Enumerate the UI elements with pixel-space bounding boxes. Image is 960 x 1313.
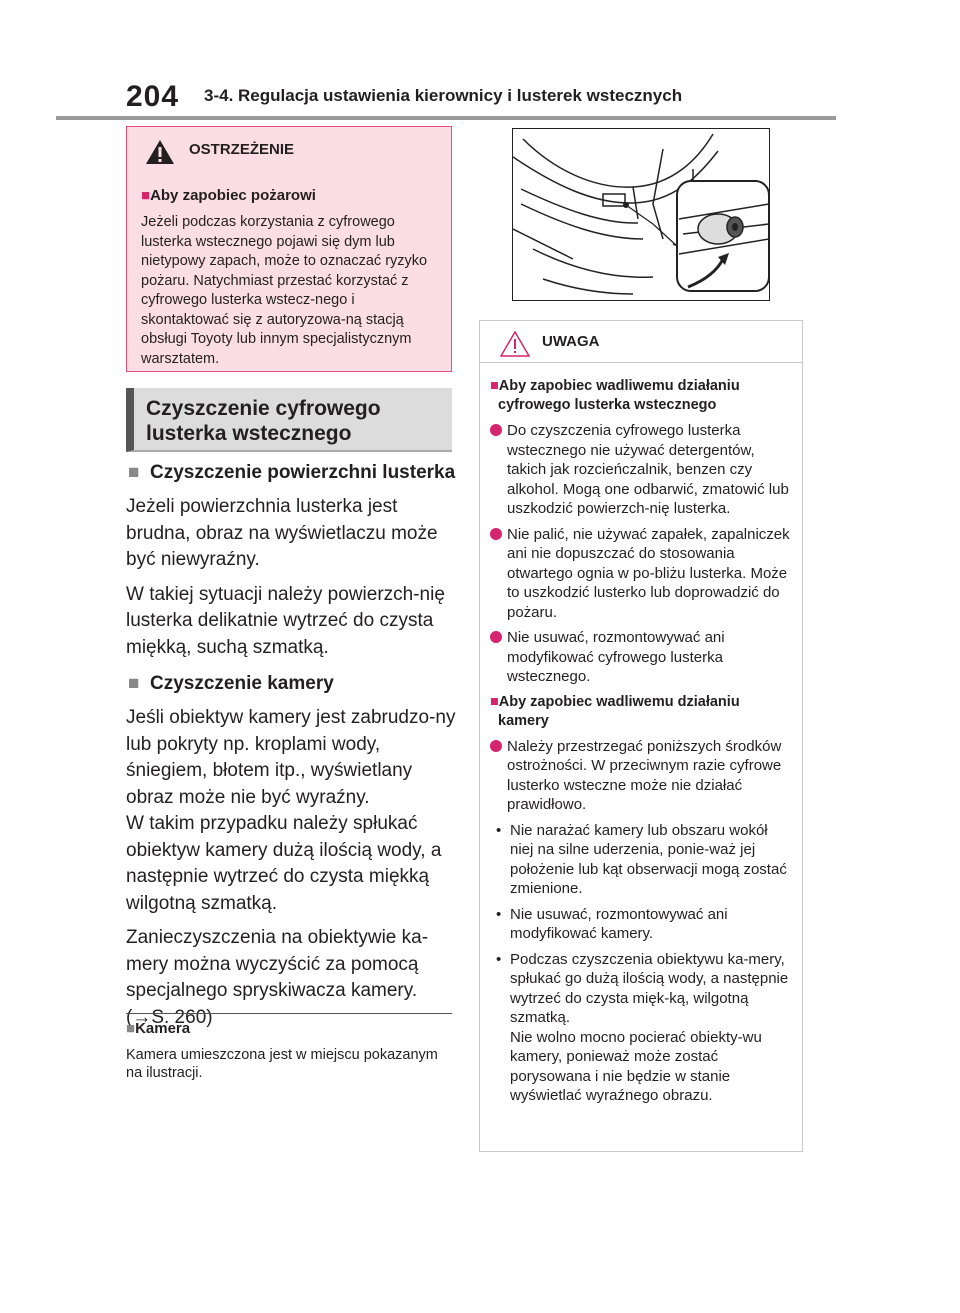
bullet-icon: • xyxy=(496,905,502,923)
vehicle-rear-illustration xyxy=(513,133,769,295)
bullet-dot-icon xyxy=(490,739,502,752)
bullet-icon: • xyxy=(496,821,502,839)
notice-subheading: ■Aby zapobiec wadliwemu działaniu cyfrow… xyxy=(490,378,740,413)
bullet-dot-icon xyxy=(490,424,502,436)
square-bullet-icon: ■ xyxy=(126,1020,136,1037)
paragraph: W takiej sytuacji należy powierzch-nię l… xyxy=(126,583,445,658)
left-column: ■Czyszczenie powierzchni lusterka Jeżeli… xyxy=(126,460,456,1031)
list-item: Należy przestrzegać poniższych środków o… xyxy=(490,737,794,815)
notice-subheading: ■Aby zapobiec wadliwemu działaniu kamery xyxy=(490,693,740,729)
paragraph: Jeśli obiektyw kamery jest zabrudzo-ny l… xyxy=(126,707,456,808)
section-heading: Czyszczenie cyfrowego lusterka wsteczneg… xyxy=(126,388,452,452)
warning-box: OSTRZEŻENIE ■Aby zapobiec pożarowi Jeżel… xyxy=(126,126,452,372)
section-heading-line2: lusterka wstecznego xyxy=(146,422,352,445)
square-bullet-icon: ■ xyxy=(141,187,151,204)
warning-triangle-icon xyxy=(146,140,174,164)
camera-location-illustration xyxy=(512,128,770,301)
section-heading-line1: Czyszczenie cyfrowego xyxy=(146,397,381,420)
list-item-continuation: Nie wolno mocno pocierać obiekty-wu kame… xyxy=(510,1028,762,1105)
list-item: Do czyszczenia cyfrowego lusterka wstecz… xyxy=(490,421,794,519)
subheading-mirror-surface: ■Czyszczenie powierzchni lusterka xyxy=(126,460,456,486)
notice-box: UWAGA ■Aby zapobiec wadliwemu działaniu … xyxy=(479,320,803,1152)
list-item: Nie usuwać, rozmontowywać ani modyfikowa… xyxy=(490,628,794,687)
subheading-camera-cleaning: ■Czyszczenie kamery xyxy=(126,671,456,697)
section-title: 3-4. Regulacja ustawienia kierownicy i l… xyxy=(204,86,683,105)
warning-text: Jeżeli podczas korzystania z cyfrowego l… xyxy=(141,214,428,367)
bullet-icon: • xyxy=(496,950,502,968)
paragraph: W takim przypadku należy spłukać obiekty… xyxy=(126,813,442,914)
notice-header: UWAGA xyxy=(480,321,802,363)
header-rule xyxy=(56,116,836,120)
paragraph: Jeżeli powierzchnia lusterka jest brudna… xyxy=(126,496,438,570)
list-item: •Nie usuwać, rozmontowywać ani modyfikow… xyxy=(496,905,728,943)
page-reference-link[interactable]: (→S. 260) xyxy=(126,1006,213,1028)
camera-heading: ■Kamera xyxy=(126,1020,191,1037)
page-header: 204 3-4. Regulacja ustawienia kierownicy… xyxy=(126,80,836,114)
divider xyxy=(126,1013,452,1014)
square-bullet-icon: ■ xyxy=(128,462,140,483)
camera-text: Kamera umieszczona jest w miejscu pokaza… xyxy=(126,1047,438,1081)
list-item: Nie palić, nie używać zapałek, zapalnicz… xyxy=(490,525,794,623)
square-bullet-icon: ■ xyxy=(128,673,140,694)
list-item: •Podczas czyszczenia obiektywu ka-mery, … xyxy=(496,950,789,1027)
list-item: •Nie narażać kamery lub obszaru wokół ni… xyxy=(496,821,787,898)
caution-triangle-icon xyxy=(500,331,530,357)
page-number: 204 xyxy=(126,80,180,113)
paragraph: Zanieczyszczenia na obiektywie ka-mery m… xyxy=(126,927,429,1001)
warning-header: OSTRZEŻENIE xyxy=(127,127,451,173)
square-bullet-icon: ■ xyxy=(490,378,499,394)
notice-title: UWAGA xyxy=(542,333,600,350)
warning-title: OSTRZEŻENIE xyxy=(189,141,295,158)
bullet-dot-icon xyxy=(490,631,502,643)
square-bullet-icon: ■ xyxy=(490,693,499,710)
bullet-dot-icon xyxy=(490,527,502,540)
warning-subheading: ■Aby zapobiec pożarowi xyxy=(141,187,316,204)
